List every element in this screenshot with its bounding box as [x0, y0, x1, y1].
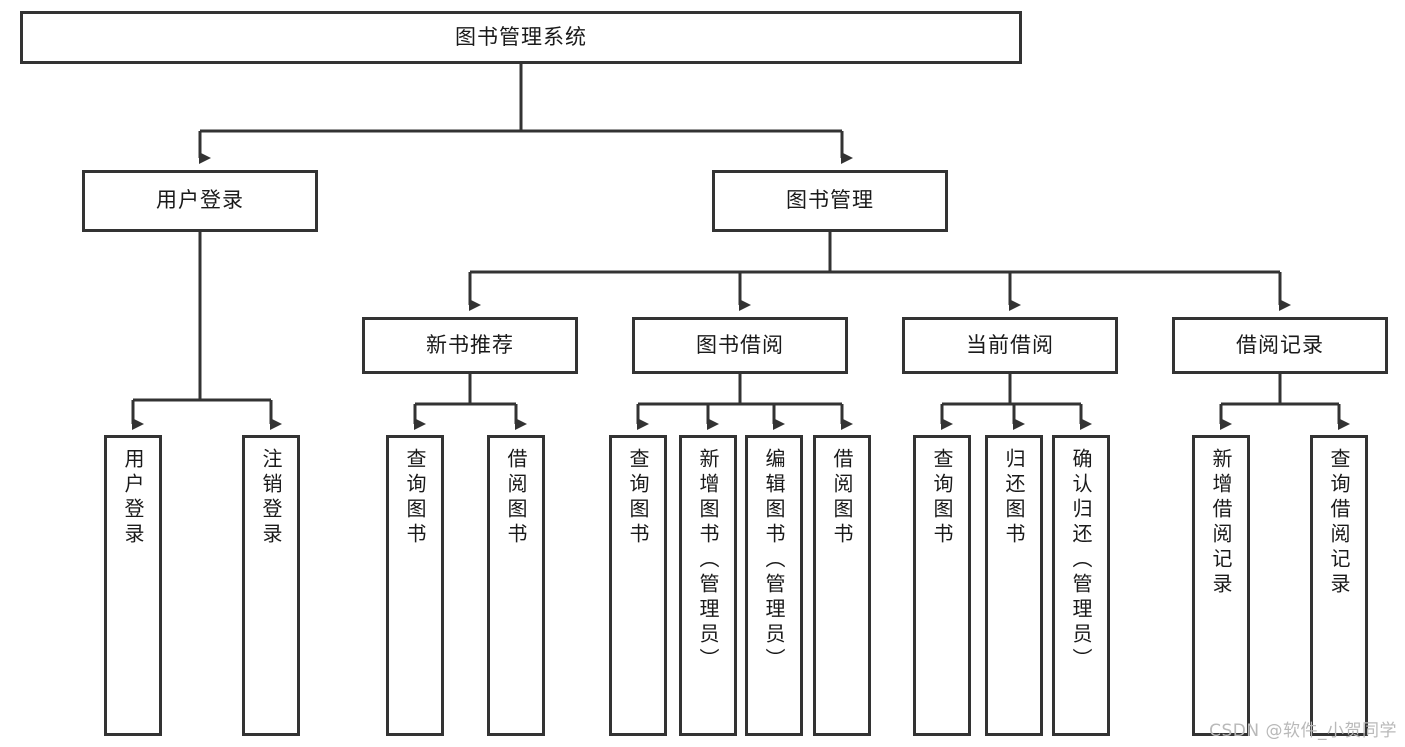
node-leaf-query-books-borrowing[interactable]: 查询图书 [609, 435, 667, 736]
node-label: 借阅图书 [830, 448, 854, 548]
node-label: 查询图书 [626, 448, 650, 548]
node-leaf-borrow-books-borrowing[interactable]: 借阅图书 [813, 435, 871, 736]
node-label: 查询图书 [930, 448, 954, 548]
node-label: 新增借阅记录 [1209, 448, 1233, 598]
node-label: 图书管理系统 [455, 24, 587, 49]
node-leaf-return-books[interactable]: 归还图书 [985, 435, 1043, 736]
node-group-new-book-recommendation[interactable]: 新书推荐 [362, 317, 578, 374]
node-group-borrowing-records[interactable]: 借阅记录 [1172, 317, 1388, 374]
node-label: 借阅图书 [504, 448, 528, 548]
node-group-book-borrowing[interactable]: 图书借阅 [632, 317, 848, 374]
node-leaf-user-login[interactable]: 用户登录 [104, 435, 162, 736]
node-label: 确认归还（管理员） [1069, 448, 1093, 673]
node-root-book-management-system[interactable]: 图书管理系统 [20, 11, 1022, 64]
node-label: 新增图书（管理员） [696, 448, 720, 673]
node-leaf-query-books-current[interactable]: 查询图书 [913, 435, 971, 736]
node-label: 借阅记录 [1236, 332, 1324, 357]
node-label: 当前借阅 [966, 332, 1054, 357]
node-leaf-borrow-books-recommendation[interactable]: 借阅图书 [487, 435, 545, 736]
node-leaf-query-borrowing-record[interactable]: 查询借阅记录 [1310, 435, 1368, 736]
node-leaf-add-borrowing-record[interactable]: 新增借阅记录 [1192, 435, 1250, 736]
node-label: 查询借阅记录 [1327, 448, 1351, 598]
node-group-current-borrowing[interactable]: 当前借阅 [902, 317, 1118, 374]
node-leaf-edit-book-admin[interactable]: 编辑图书（管理员） [745, 435, 803, 736]
node-leaf-confirm-return-admin[interactable]: 确认归还（管理员） [1052, 435, 1110, 736]
node-label: 注销登录 [259, 448, 283, 548]
node-leaf-logout[interactable]: 注销登录 [242, 435, 300, 736]
node-label: 新书推荐 [426, 332, 514, 357]
node-label: 用户登录 [121, 448, 145, 548]
node-label: 查询图书 [403, 448, 427, 548]
node-branch-book-management[interactable]: 图书管理 [712, 170, 948, 232]
node-label: 图书借阅 [696, 332, 784, 357]
csdn-watermark: CSDN @软件_小贺同学 [1209, 721, 1397, 741]
node-label: 用户登录 [156, 188, 244, 213]
node-label: 图书管理 [786, 188, 874, 213]
node-label: 编辑图书（管理员） [762, 448, 786, 673]
node-label: 归还图书 [1002, 448, 1026, 548]
node-branch-user-login[interactable]: 用户登录 [82, 170, 318, 232]
node-leaf-add-book-admin[interactable]: 新增图书（管理员） [679, 435, 737, 736]
node-leaf-query-books-recommendation[interactable]: 查询图书 [386, 435, 444, 736]
